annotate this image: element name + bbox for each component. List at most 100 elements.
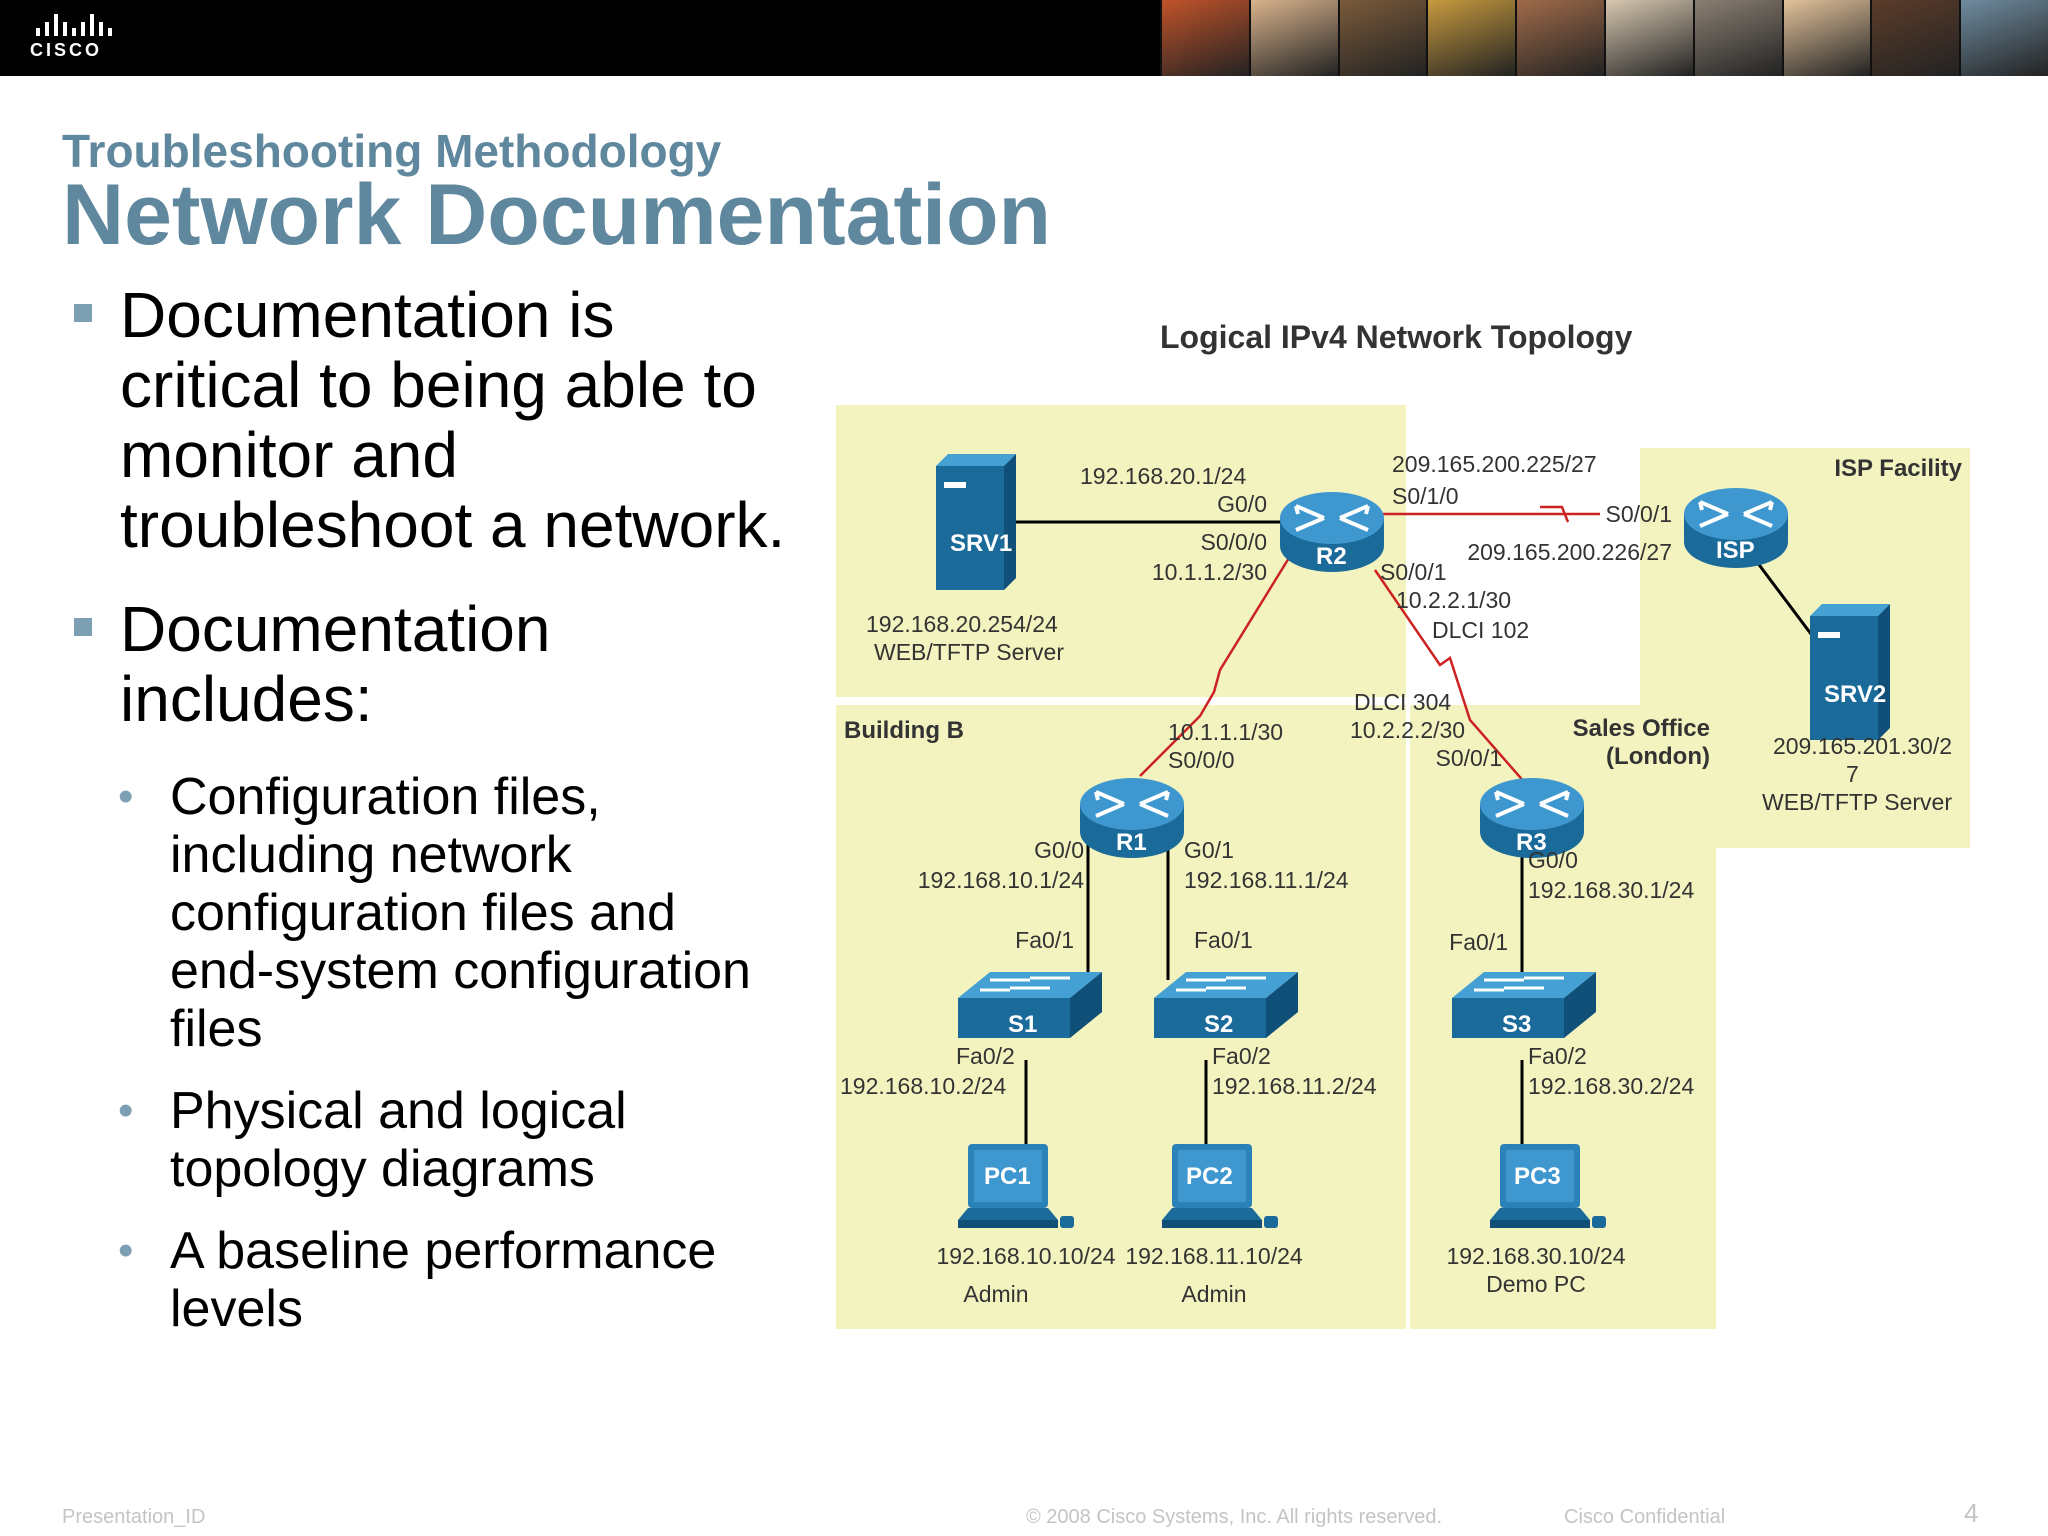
s2-fa02: Fa0/2 xyxy=(1212,1043,1271,1069)
subbullet-text: Configuration files, including network c… xyxy=(170,768,751,1058)
s2-switch-icon: S2 xyxy=(1152,970,1300,1040)
srv2-label: SRV2 xyxy=(1824,681,1886,708)
s1-fa02: Fa0/2 xyxy=(956,1043,1015,1069)
photo-strip xyxy=(1160,0,2048,76)
page-number: 4 xyxy=(1964,1498,1979,1528)
subbullet-marker: • xyxy=(118,1226,134,1275)
header-photo-tile xyxy=(1337,0,1427,76)
s2-fa02-ip: 192.168.11.2/24 xyxy=(1212,1073,1377,1099)
isp-label: ISP xyxy=(1716,537,1755,564)
bullet-marker xyxy=(74,304,92,322)
header-photo-tile xyxy=(1603,0,1693,76)
subbullet-marker: • xyxy=(118,1086,134,1135)
header-photo-tile xyxy=(1959,0,2048,76)
r2-s010-ip: 209.165.200.225/27 xyxy=(1392,451,1597,477)
diagram-title: Logical IPv4 Network Topology xyxy=(1160,319,1633,355)
pc1-ip: 192.168.10.10/24 xyxy=(936,1243,1115,1269)
header-photo-tile xyxy=(1515,0,1604,76)
link-r2-r1 xyxy=(1139,539,1302,777)
subbullet-item: • Configuration files, including network … xyxy=(70,768,790,1058)
header-photo-tile xyxy=(1870,0,1960,76)
r3-s001: S0/0/1 xyxy=(1436,745,1503,771)
srv1-ip: 192.168.20.254/24 xyxy=(866,611,1058,637)
r1-router-icon: R1 xyxy=(1078,776,1186,860)
address-labels: 192.168.20.1/24 G0/0 S0/0/0 10.1.1.2/30 … xyxy=(840,451,1952,1307)
cisco-logo: CISCO xyxy=(30,14,112,61)
sales-office-label: Sales Office xyxy=(1573,715,1710,742)
network-topology-diagram: Logical IPv4 Network Topology ISP Facili… xyxy=(836,319,1970,1329)
logo-text: CISCO xyxy=(30,40,103,60)
r3-dlci: DLCI 304 xyxy=(1354,689,1451,715)
s3-fa02-ip: 192.168.30.2/24 xyxy=(1528,1073,1694,1099)
r2-s001-ip: 10.2.2.1/30 xyxy=(1396,587,1511,613)
r2-s000: S0/0/0 xyxy=(1201,529,1268,555)
bullet-text: Documentation is critical to being able … xyxy=(120,279,786,561)
pc2-computer-icon: PC2 xyxy=(1162,1144,1278,1228)
r2-s000-ip: 10.1.1.2/30 xyxy=(1152,559,1267,585)
r2-g00-ip: 192.168.20.1/24 xyxy=(1080,463,1246,489)
r3-g00: G0/0 xyxy=(1528,847,1578,873)
subbullet-text: A baseline performance levels xyxy=(170,1222,717,1338)
r1-g00-ip: 192.168.10.1/24 xyxy=(918,867,1084,893)
r2-g00: G0/0 xyxy=(1217,491,1267,517)
r1-g01: G0/1 xyxy=(1184,837,1234,863)
building-b-label: Building B xyxy=(844,717,964,744)
link-r2-r3 xyxy=(1373,569,1541,801)
bullet-item: Documentation is critical to being able … xyxy=(70,280,790,560)
footer-confidential: Cisco Confidential xyxy=(1564,1506,1726,1528)
r2-router-icon: R2 xyxy=(1278,490,1386,574)
pc2-label: PC2 xyxy=(1186,1163,1233,1190)
srv2-ip: 209.165.201.30/2 xyxy=(1773,733,1952,759)
srv2-role: WEB/TFTP Server xyxy=(1762,789,1952,815)
srv1-role: WEB/TFTP Server xyxy=(874,639,1064,665)
pc1-label: PC1 xyxy=(984,1163,1031,1190)
r1-g01-ip: 192.168.11.1/24 xyxy=(1184,867,1349,893)
srv2-server-icon: SRV2 xyxy=(1810,604,1890,740)
subbullet-item: • Physical and logical topology diagrams xyxy=(70,1082,790,1198)
srv1-label: SRV1 xyxy=(950,530,1012,557)
s2-label: S2 xyxy=(1204,1011,1233,1038)
header-photo-tile xyxy=(1692,0,1782,76)
bullet-item: Documentation includes: xyxy=(70,594,790,734)
s1-switch-icon: S1 xyxy=(956,970,1104,1040)
footer-copyright: © 2008 Cisco Systems, Inc. All rights re… xyxy=(1026,1506,1443,1528)
isp-s001: S0/0/1 xyxy=(1606,501,1673,527)
subbullet-text: Physical and logical topology diagrams xyxy=(170,1082,627,1198)
s1-fa02-ip: 192.168.10.2/24 xyxy=(840,1073,1006,1099)
isp-router-icon: ISP xyxy=(1682,486,1790,570)
footer-presentation-id: Presentation_ID xyxy=(62,1506,206,1528)
header-photo-tile xyxy=(1160,0,1249,76)
r1-label: R1 xyxy=(1116,829,1147,856)
r2-s010: S0/1/0 xyxy=(1392,483,1459,509)
pc1-role: Admin xyxy=(963,1281,1028,1307)
r3-label: R3 xyxy=(1516,829,1547,856)
slide-title: Network Documentation xyxy=(62,167,1052,263)
slide-subtitle: Troubleshooting Methodology xyxy=(62,125,722,177)
r1-s000: S0/0/0 xyxy=(1168,747,1235,773)
pc3-label: PC3 xyxy=(1514,1163,1561,1190)
subbullet-marker: • xyxy=(118,772,134,821)
r3-router-icon: R3 xyxy=(1478,776,1586,860)
r2-s001: S0/0/1 xyxy=(1380,559,1447,585)
isp-s001-ip: 209.165.200.226/27 xyxy=(1467,539,1672,565)
header-photo-tile xyxy=(1248,0,1338,76)
header-photo-tile xyxy=(1781,0,1871,76)
pc3-ip: 192.168.30.10/24 xyxy=(1446,1243,1625,1269)
bullet-list: Documentation is critical to being able … xyxy=(70,280,790,1362)
isp-facility-label: ISP Facility xyxy=(1834,455,1962,482)
header-bar: CISCO xyxy=(0,0,2048,76)
s3-fa02: Fa0/2 xyxy=(1528,1043,1587,1069)
srv1-server-icon: SRV1 xyxy=(936,454,1016,590)
pc3-role: Demo PC xyxy=(1486,1271,1586,1297)
bullet-marker xyxy=(74,618,92,636)
s3-label: S3 xyxy=(1502,1011,1531,1038)
s1-fa01: Fa0/1 xyxy=(1015,927,1074,953)
pc2-ip: 192.168.11.10/24 xyxy=(1125,1243,1303,1269)
r2-dlci: DLCI 102 xyxy=(1432,617,1529,643)
s3-switch-icon: S3 xyxy=(1450,970,1598,1040)
s2-fa01: Fa0/1 xyxy=(1194,927,1253,953)
s3-fa01: Fa0/1 xyxy=(1449,929,1508,955)
subbullet-item: • A baseline performance levels xyxy=(70,1222,790,1338)
pc2-role: Admin xyxy=(1181,1281,1246,1307)
r1-g00: G0/0 xyxy=(1034,837,1084,863)
